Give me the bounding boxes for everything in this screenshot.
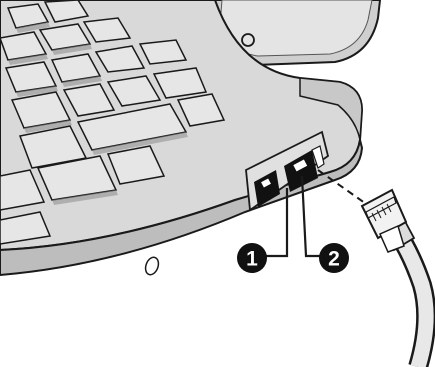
rj45-network-cable-icon: [362, 190, 426, 367]
callout-2: 2: [319, 243, 349, 273]
callout-2-number: 2: [328, 248, 340, 271]
callout-1-number: 1: [246, 248, 258, 271]
callout-1: 1: [237, 243, 267, 273]
lid-latch-icon: [242, 34, 254, 46]
